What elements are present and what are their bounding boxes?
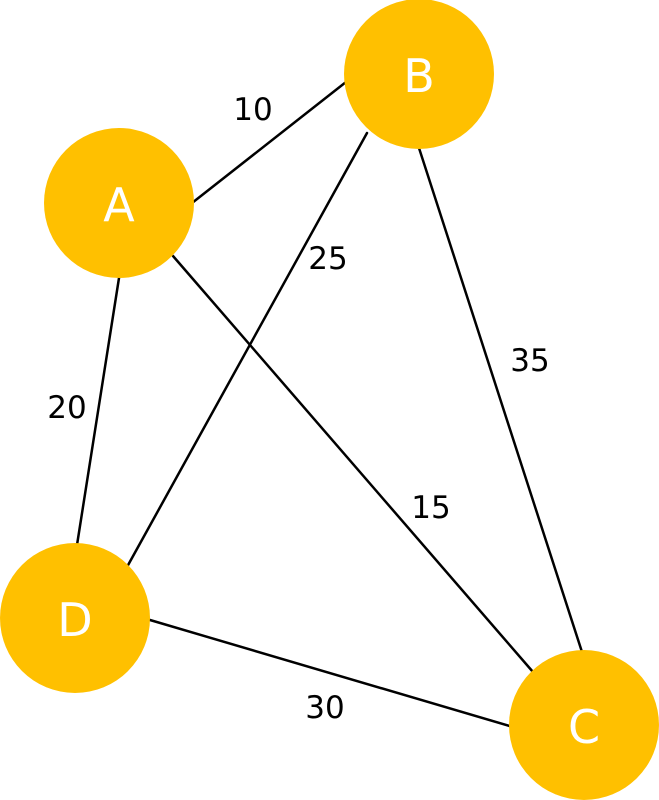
edge-b-d bbox=[125, 131, 369, 569]
edge-weight-a-c: 15 bbox=[411, 490, 450, 526]
edges bbox=[75, 80, 584, 729]
node-d-circle bbox=[0, 543, 150, 693]
node-c-label: C bbox=[568, 700, 600, 754]
edge-d-c bbox=[148, 618, 515, 729]
edge-a-d bbox=[75, 276, 121, 547]
node-b-label: B bbox=[403, 49, 435, 103]
edge-labels: 10 20 15 25 35 30 bbox=[47, 92, 549, 726]
node-b-circle bbox=[344, 0, 494, 149]
edge-weight-b-c: 35 bbox=[510, 343, 549, 379]
edge-weight-a-d: 20 bbox=[47, 390, 86, 426]
edge-weight-a-b: 10 bbox=[233, 92, 272, 128]
node-a-circle bbox=[44, 128, 194, 278]
node-c: C bbox=[509, 650, 659, 800]
node-b: B bbox=[344, 0, 494, 149]
edge-a-b bbox=[190, 80, 348, 205]
node-a-label: A bbox=[103, 178, 135, 232]
edge-a-c bbox=[171, 254, 535, 674]
node-c-circle bbox=[509, 650, 659, 800]
edge-b-c bbox=[417, 146, 584, 654]
edge-weight-d-c: 30 bbox=[305, 690, 344, 726]
node-a: A bbox=[44, 128, 194, 278]
node-d: D bbox=[0, 543, 150, 693]
node-d-label: D bbox=[57, 593, 92, 647]
edge-weight-b-d: 25 bbox=[308, 241, 347, 277]
